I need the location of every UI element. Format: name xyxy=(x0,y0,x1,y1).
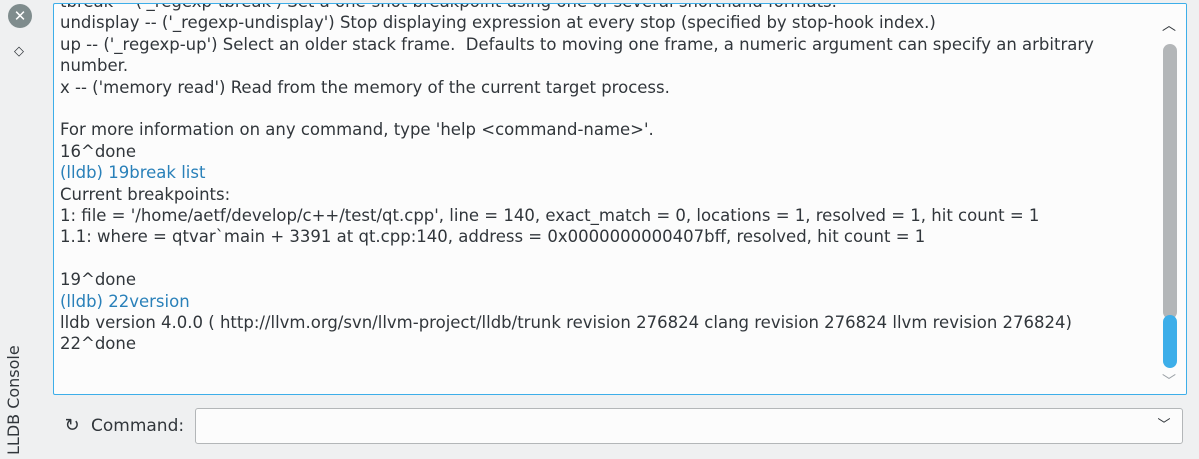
redo-icon: ↻ xyxy=(64,415,80,436)
scroll-up-icon[interactable]: ︿ xyxy=(1162,18,1176,34)
console-command-line: (lldb) 19break list xyxy=(60,163,206,183)
console-output-line: up -- ('_regexp-up') Select an older sta… xyxy=(60,34,1094,54)
console-output-line: number. xyxy=(60,56,129,76)
command-combobox[interactable]: ﹀ xyxy=(195,408,1183,444)
console-output-line: 19^done xyxy=(60,270,136,290)
console-output-line: 16^done xyxy=(60,141,136,161)
dock-title-bar: ✕ ◇ LLDB Console xyxy=(0,0,44,459)
chevron-down-icon[interactable]: ﹀ xyxy=(1157,418,1171,433)
scroll-down-icon[interactable]: ﹀ xyxy=(1162,374,1176,390)
close-icon[interactable]: ✕ xyxy=(8,4,32,28)
console-output-line: 22^done xyxy=(60,334,136,354)
scroll-handle[interactable] xyxy=(1163,315,1177,368)
console-output-line: x -- ('memory read') Read from the memor… xyxy=(60,77,670,97)
scroll-track[interactable] xyxy=(1163,44,1177,319)
console-output-line xyxy=(60,248,1150,269)
vertical-scrollbar[interactable]: ︿ ﹀ xyxy=(1152,4,1186,394)
console-output-line: undisplay -- ('_regexp-undisplay') Stop … xyxy=(60,13,936,33)
console-output-line: 1: file = '/home/aetf/develop/c++/test/q… xyxy=(60,206,1040,226)
dock-title: LLDB Console xyxy=(4,345,23,455)
console-output-line: Current breakpoints: xyxy=(60,184,231,204)
float-icon[interactable]: ◇ xyxy=(14,43,24,59)
console-output-line xyxy=(60,98,1150,119)
command-row: ↻ Command: ﹀ xyxy=(62,408,1186,446)
console-output-line: lldb version 4.0.0 ( http://llvm.org/svn… xyxy=(60,313,1072,333)
console-output-line: For more information on any command, typ… xyxy=(60,120,654,140)
console-command-line: (lldb) 22version xyxy=(60,291,190,311)
command-input[interactable] xyxy=(204,413,1138,441)
console-output-line: 1.1: where = qtvar`main + 3391 at qt.cpp… xyxy=(60,227,926,247)
command-label: Command: xyxy=(91,416,185,436)
